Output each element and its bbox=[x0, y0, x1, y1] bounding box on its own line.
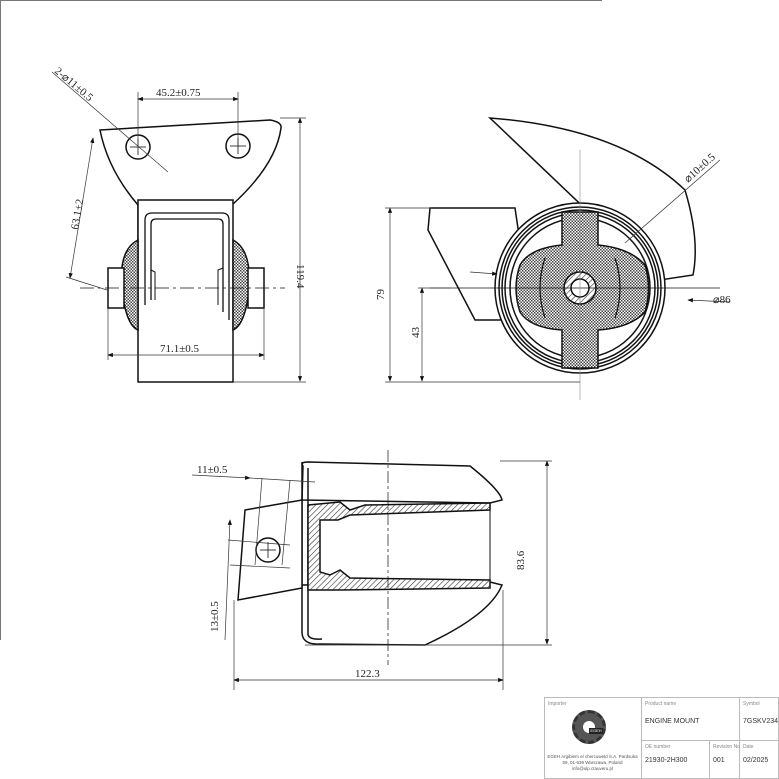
dim-bore-diameter: ⌀10±0.5 bbox=[682, 151, 718, 185]
title-block: Importer EGEH EGEH Argibiem el chercuwel… bbox=[544, 697, 779, 779]
revision-label: Revision No bbox=[713, 744, 740, 750]
top-view-dimensions bbox=[191, 460, 552, 690]
importer-address: EGEH Argibiem el chercuweld S.A. Pardsuk… bbox=[547, 754, 638, 771]
dim-hole-offset: 11±0.5 bbox=[197, 464, 228, 476]
logo-badge: EGEH bbox=[589, 728, 603, 734]
dim-hole-callout: 2-⌀11±0.5 bbox=[52, 65, 95, 104]
product-name-cell: Product name ENGINE MOUNT bbox=[642, 698, 740, 741]
side-view-dimensions bbox=[385, 159, 731, 383]
front-view bbox=[80, 119, 285, 383]
symbol-label: Symbol bbox=[743, 701, 760, 707]
side-view bbox=[427, 117, 720, 400]
symbol-cell: Symbol 7GSKV234 bbox=[740, 698, 778, 741]
oe-number: 21930-2H300 bbox=[645, 757, 688, 764]
company-logo-icon bbox=[572, 710, 606, 744]
oe-number-label: OE number bbox=[645, 744, 671, 750]
dim-outer-diameter: ⌀86 bbox=[713, 294, 731, 306]
revision-cell: Revision No 001 bbox=[710, 741, 740, 778]
dim-bushing-width: 71.1±0.5 bbox=[160, 343, 200, 355]
product-name: ENGINE MOUNT bbox=[645, 718, 700, 725]
symbol: 7GSKV234 bbox=[743, 718, 779, 725]
dim-total-height: 79 bbox=[375, 289, 387, 301]
importer-cell: Importer EGEH EGEH Argibiem el chercuwel… bbox=[545, 698, 642, 778]
dim-overall-length: 122.3 bbox=[355, 668, 380, 680]
date-label: Date bbox=[743, 744, 754, 750]
product-name-label: Product name bbox=[645, 701, 677, 707]
top-view bbox=[237, 450, 504, 665]
revision: 001 bbox=[713, 757, 725, 764]
dim-bracket-offset: 13±0.5 bbox=[209, 601, 221, 632]
dim-top-height: 83.6 bbox=[515, 550, 527, 570]
drawing-frame bbox=[0, 0, 602, 640]
dim-overall-height: 119.4 bbox=[294, 264, 306, 289]
front-view-dimensions bbox=[51, 71, 306, 383]
oe-number-cell: OE number 21930-2H300 bbox=[642, 741, 710, 778]
date: 02/2025 bbox=[743, 757, 769, 764]
importer-label: Importer bbox=[548, 701, 567, 707]
dim-hole-spacing: 45.2±0.75 bbox=[156, 87, 201, 99]
dim-angled-height: 63.1±2 bbox=[69, 198, 86, 230]
date-cell: Date 02/2025 bbox=[740, 741, 778, 778]
dim-center-height: 43 bbox=[410, 327, 422, 339]
